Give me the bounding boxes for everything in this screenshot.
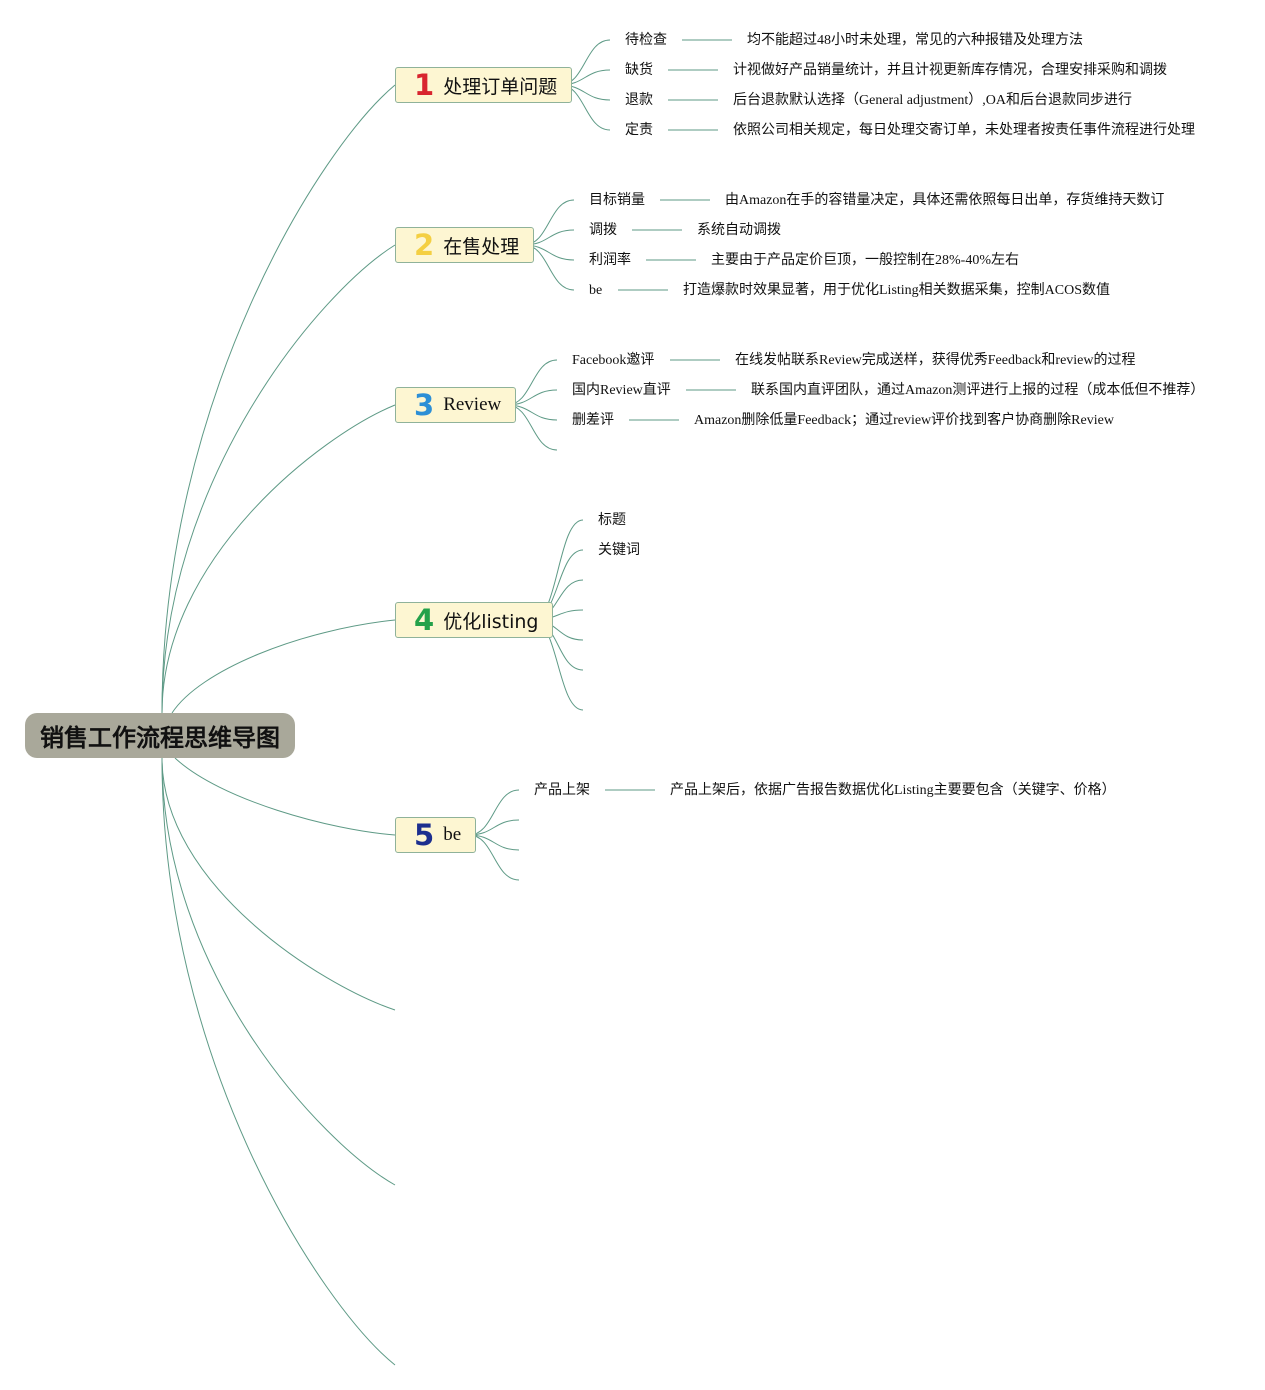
subtopic-detail[interactable]: 主要由于产品定价巨顶，一般控制在28%-40%左右 (711, 253, 1019, 268)
subtopic-label[interactable]: 删差评 (572, 413, 614, 428)
subtopic-detail[interactable]: 均不能超过48小时未处理，常见的六种报错及处理方法 (747, 33, 1083, 48)
topic-optimize-listing[interactable]: 4 优化listing (395, 602, 554, 638)
root-branch-curve (161, 757, 396, 1011)
root-branch-curve (171, 619, 396, 714)
topic-label: 在售处理 (443, 235, 520, 258)
child-branch-curve (468, 834, 520, 851)
subtopic-detail[interactable]: 依照公司相关规定，每日处理交寄订单，未处理者按责任事件流程进行处理 (733, 123, 1195, 138)
root-branch-curve (174, 757, 396, 836)
subtopic-label[interactable]: 产品上架 (534, 783, 590, 798)
topic-number-icon: 1 (414, 67, 435, 102)
subtopic-label[interactable]: Facebook邀评 (572, 353, 655, 368)
subtopic-label[interactable]: 定责 (625, 123, 653, 138)
subtopic-label[interactable]: 缺货 (625, 63, 653, 78)
topic-order-issues[interactable]: 1 处理订单问题 (395, 67, 573, 103)
root-branch-curve (161, 84, 396, 714)
subtopic-detail[interactable]: 计视做好产品销量统计，并且计视更新库存情况，合理安排采购和调拨 (733, 63, 1167, 78)
topic-be[interactable]: 5 be (395, 817, 477, 853)
root-branch-curve (161, 404, 396, 714)
subtopic-detail[interactable]: Amazon删除低量Feedback；通过review评价找到客户协商删除Rev… (694, 413, 1114, 428)
topic-number-icon: 2 (414, 227, 435, 262)
child-branch-curve (468, 789, 520, 836)
subtopic-label[interactable]: 国内Review直评 (572, 383, 671, 398)
topic-number-icon: 5 (414, 817, 435, 852)
subtopic-detail[interactable]: 联系国内直评团队，通过Amazon测评进行上报的过程（成本低但不推荐） (751, 383, 1205, 398)
child-branch-curve (468, 819, 520, 836)
root-topic[interactable]: 销售工作流程思维导图 (25, 713, 295, 758)
subtopic-label[interactable]: be (589, 283, 603, 298)
topic-label: Review (443, 394, 502, 415)
subtopic-label[interactable]: 调拨 (589, 223, 617, 238)
subtopic-label[interactable]: 标题 (598, 513, 626, 528)
subtopic-label[interactable]: 目标销量 (589, 193, 645, 208)
topic-label: 处理订单问题 (443, 75, 558, 98)
subtopic-label[interactable]: 待检查 (625, 33, 667, 48)
topic-number-icon: 3 (414, 387, 435, 422)
root-branch-curve (161, 244, 396, 714)
subtopic-label[interactable]: 关键词 (598, 543, 640, 558)
topic-label: be (443, 824, 462, 845)
subtopic-label[interactable]: 利润率 (589, 253, 631, 268)
subtopic-label[interactable]: 退款 (625, 93, 653, 108)
topic-label: 优化listing (443, 610, 539, 633)
topic-review[interactable]: 3 Review (395, 387, 517, 423)
root-branch-curve (161, 757, 396, 1366)
subtopic-detail[interactable]: 在线发帖联系Review完成送样，获得优秀Feedback和review的过程 (735, 353, 1136, 368)
root-branch-curve (161, 757, 396, 1186)
subtopic-detail[interactable]: 系统自动调拨 (697, 223, 781, 238)
subtopic-detail[interactable]: 后台退款默认选择（General adjustment）,OA和后台退款同步进行 (733, 93, 1132, 108)
child-branch-curve (468, 834, 520, 881)
topic-number-icon: 4 (414, 602, 435, 637)
subtopic-detail[interactable]: 产品上架后，依据广告报告数据优化Listing主要要包含（关键字、价格） (670, 783, 1116, 798)
subtopic-detail[interactable]: 由Amazon在手的容错量决定，具体还需依照每日出单，存货维持天数订 (725, 193, 1165, 208)
subtopic-detail[interactable]: 打造爆款时效果显著，用于优化Listing相关数据采集，控制ACOS数值 (683, 283, 1111, 298)
topic-on-sale[interactable]: 2 在售处理 (395, 227, 535, 263)
